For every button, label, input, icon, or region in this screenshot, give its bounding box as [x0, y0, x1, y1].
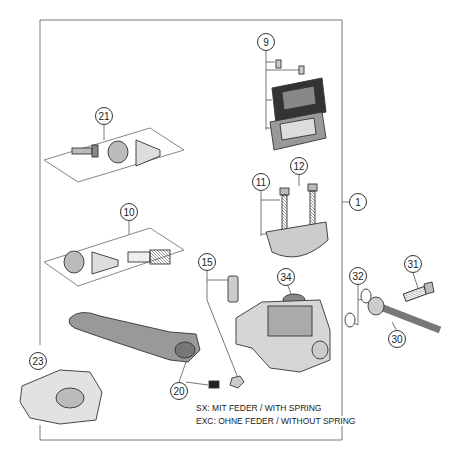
callout-number: 23	[32, 356, 43, 367]
callout-number: 9	[263, 37, 269, 48]
callout-number: 34	[280, 272, 291, 283]
callout-circle: 21	[95, 107, 113, 125]
callout-circle: 15	[198, 253, 216, 271]
callout-number: 15	[201, 257, 212, 268]
callout-number: 32	[352, 271, 363, 282]
note-text: EXC: OHNE FEDER / WITHOUT SPRING	[195, 416, 356, 426]
callout-number: 10	[123, 207, 134, 218]
callout-number: 20	[173, 386, 184, 397]
callout-circle: 34	[277, 268, 295, 286]
callout-circle: 30	[388, 330, 406, 348]
callout-circle: 12	[290, 157, 308, 175]
callout-number: 21	[98, 111, 109, 122]
callout-circle: 11	[252, 173, 270, 191]
callout-circle: 20	[170, 382, 188, 400]
callout-number: 12	[293, 161, 304, 172]
callout-circle: 31	[404, 255, 422, 273]
callout-circle: 10	[120, 203, 138, 221]
callout-circle: 9	[257, 33, 275, 51]
callout-number: 30	[391, 334, 402, 345]
callout-number: 11	[256, 177, 266, 188]
callout-circle: 23	[29, 352, 47, 370]
callout-number: 31	[407, 259, 418, 270]
callout-circle: 1	[349, 193, 367, 211]
note-text: SX: MIT FEDER / WITH SPRING	[195, 403, 322, 413]
callout-number: 1	[355, 197, 361, 208]
callout-circle: 32	[349, 267, 367, 285]
